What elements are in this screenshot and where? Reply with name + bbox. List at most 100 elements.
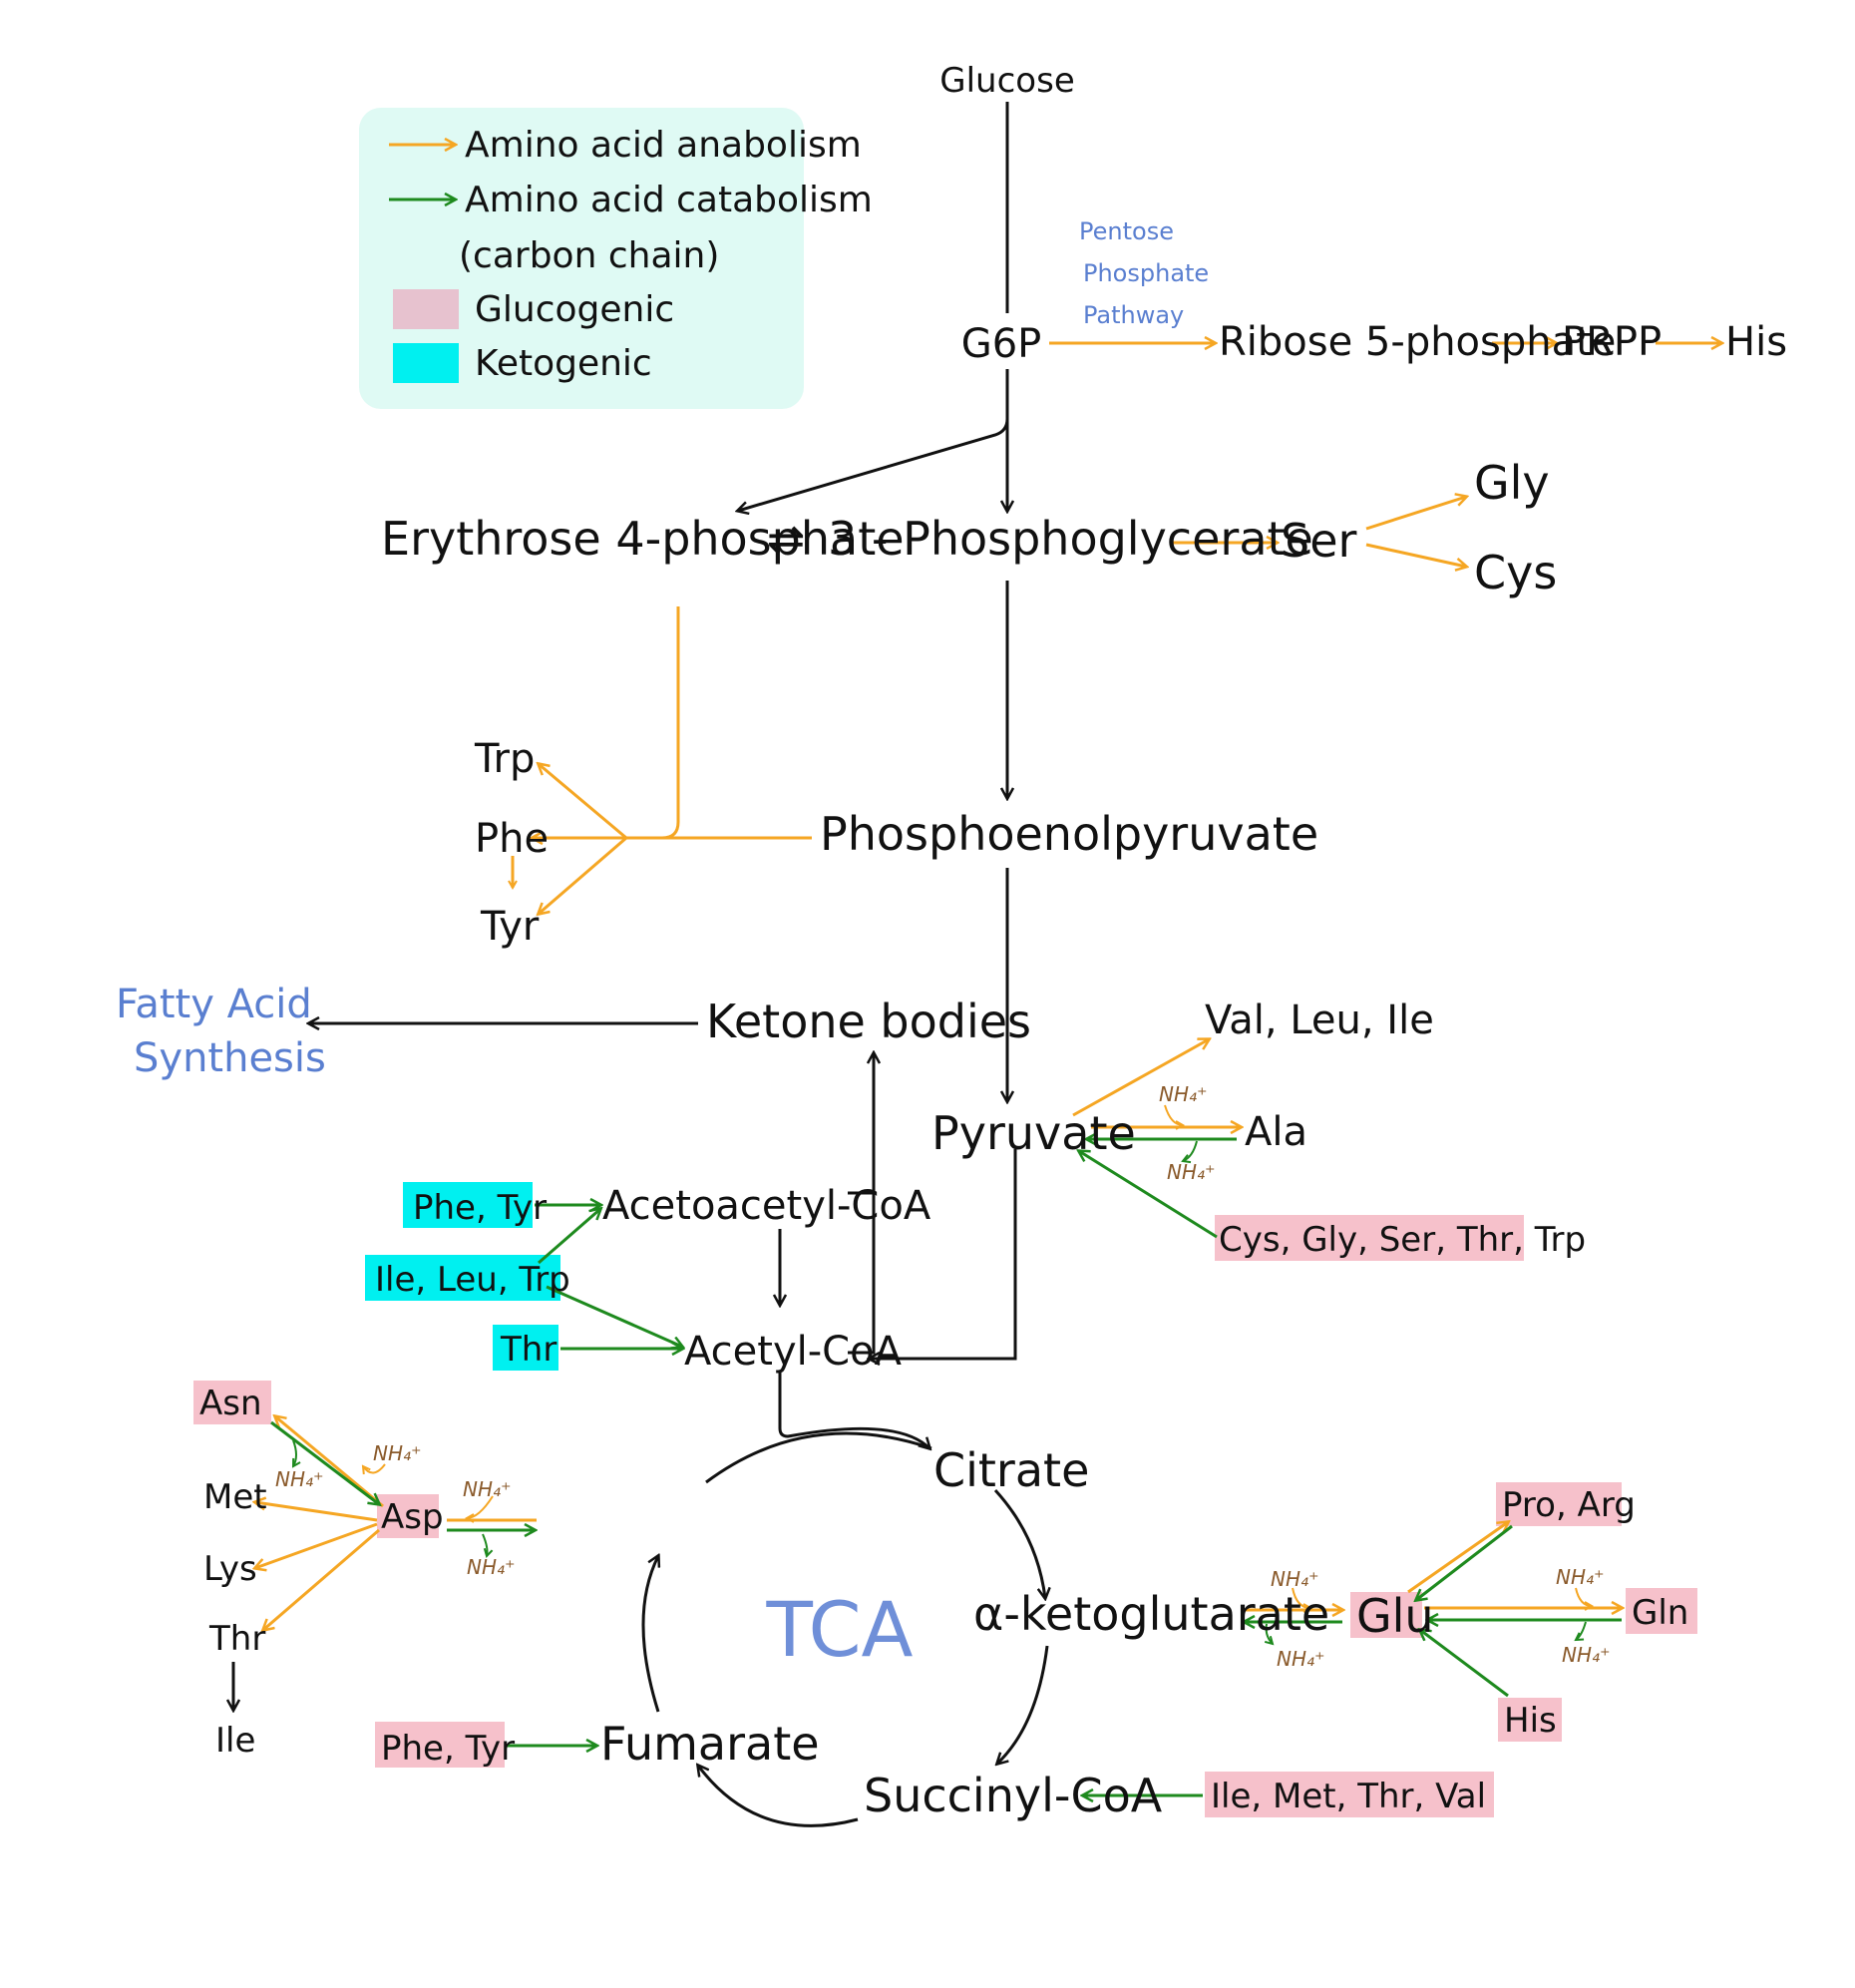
ppp-label-3: Pathway xyxy=(1083,301,1184,329)
arrow-proarg-glu xyxy=(1416,1524,1513,1600)
tca-arc-citrate-akg xyxy=(993,1488,1045,1598)
tca-arc-oaa-citrate xyxy=(705,1431,932,1484)
arrow-glu-proarg xyxy=(1407,1522,1508,1594)
legend-glucogenic-swatch xyxy=(393,289,459,329)
nh4-arc-ala-out xyxy=(1183,1140,1198,1161)
tca-arc-akg-succinyl xyxy=(997,1645,1049,1764)
tca-label: TCA xyxy=(765,1585,913,1674)
highlight-asp xyxy=(377,1494,439,1538)
highlight-imtv xyxy=(1205,1772,1494,1817)
node-gln: Gln xyxy=(1632,1593,1688,1633)
node-lys: Lys xyxy=(203,1549,257,1589)
node-gly: Gly xyxy=(1474,456,1550,510)
node-labels: Glucose G6P Pentose Phosphate Pathway Ri… xyxy=(116,61,1787,1822)
nh4-label: NH₄⁺ xyxy=(467,1555,516,1579)
nh4-arc-glu-out xyxy=(1267,1623,1273,1644)
arrow-to-trp xyxy=(539,764,627,840)
arrow-acetyl-citrate xyxy=(778,1371,929,1448)
node-glu: Glu xyxy=(1356,1589,1434,1643)
nh4-label: NH₄⁺ xyxy=(1271,1567,1319,1591)
nh4-label: NH₄⁺ xyxy=(1277,1647,1325,1671)
ammonium-labels: NH₄⁺ NH₄⁺ NH₄⁺ NH₄⁺ NH₄⁺ NH₄⁺ NH₄⁺ NH₄⁺ … xyxy=(275,1082,1611,1671)
green-arrows xyxy=(270,1139,1622,1795)
node-phetyr-fum: Phe, Tyr xyxy=(381,1729,515,1769)
arrow-to-tyr xyxy=(539,836,627,914)
node-asp: Asp xyxy=(381,1497,444,1537)
node-ribose5p: Ribose 5-phosphate xyxy=(1219,319,1616,365)
node-akg: α-ketoglutarate xyxy=(973,1587,1329,1641)
node-ile-bottom: Ile xyxy=(215,1721,255,1761)
arrow-ileleutrp-acetyl xyxy=(546,1285,682,1347)
node-vli: Val, Leu, Ile xyxy=(1205,997,1434,1043)
legend-catabolism-label: Amino acid catabolism xyxy=(465,180,873,220)
node-ileleutrp: Ile, Leu, Trp xyxy=(375,1260,570,1300)
nh4-arc-asn-out xyxy=(293,1439,296,1466)
node-3pg: 3 - Phosphoglycerate xyxy=(828,512,1313,566)
fas-label-2: Synthesis xyxy=(134,1035,326,1081)
legend-anabolism-label: Amino acid anabolism xyxy=(465,125,862,166)
legend-ketogenic-swatch xyxy=(393,343,459,383)
nh4-arc-ala-in xyxy=(1164,1104,1183,1125)
node-ala: Ala xyxy=(1245,1109,1307,1155)
ppp-label-2: Phosphate xyxy=(1083,259,1209,287)
node-imtv: Ile, Met, Thr, Val xyxy=(1211,1777,1486,1816)
highlights xyxy=(193,1182,1697,1817)
node-prpp: PRPP xyxy=(1562,319,1662,365)
legend-ketogenic-label: Ketogenic xyxy=(475,343,652,384)
arrow-e4p-aromatic xyxy=(661,606,680,840)
nh4-label: NH₄⁺ xyxy=(373,1441,422,1465)
nh4-label: NH₄⁺ xyxy=(1167,1160,1216,1184)
legend-glucogenic-label: Glucogenic xyxy=(475,289,674,330)
arrow-asn-asp xyxy=(270,1420,379,1504)
nh4-label: NH₄⁺ xyxy=(1159,1082,1208,1106)
nh4-arc-gln-in xyxy=(1575,1587,1592,1606)
nh4-label: NH₄⁺ xyxy=(1562,1643,1611,1667)
highlight-cgstt xyxy=(1215,1215,1524,1261)
black-arrows xyxy=(309,102,1049,1827)
node-ser: Ser xyxy=(1281,514,1357,568)
nh4-arc-asp-in xyxy=(467,1495,494,1518)
node-acetoacetyl: Acetoacetyl-CoA xyxy=(602,1183,931,1229)
node-asn: Asn xyxy=(199,1384,262,1423)
nh4-label: NH₄⁺ xyxy=(1556,1565,1605,1589)
node-citrate: Citrate xyxy=(933,1443,1089,1497)
node-glucose: Glucose xyxy=(939,61,1074,101)
legend-catabolism-sublabel: (carbon chain) xyxy=(459,235,719,276)
highlight-his-glu xyxy=(1498,1698,1562,1742)
node-his-glu: His xyxy=(1504,1701,1557,1741)
arrow-cgstt-pyruvate xyxy=(1079,1151,1218,1239)
tca-arc-succinyl-fumarate xyxy=(698,1766,859,1827)
highlight-phetyr-fum xyxy=(375,1722,505,1768)
fas-label-1: Fatty Acid xyxy=(116,982,312,1027)
highlight-proarg xyxy=(1496,1482,1622,1526)
arrow-asp-lys xyxy=(255,1522,378,1568)
arrow-asp-met xyxy=(255,1502,378,1522)
arrow-asp-asn xyxy=(275,1416,384,1508)
arrow-his-glu xyxy=(1420,1630,1509,1698)
arrow-asp-thr xyxy=(263,1528,380,1630)
highlight-ile-leu-trp xyxy=(365,1255,560,1301)
nh4-arc-gln-out xyxy=(1576,1621,1587,1640)
node-pyruvate: Pyruvate xyxy=(931,1106,1136,1160)
node-cys: Cys xyxy=(1474,546,1557,599)
arrow-ser-gly xyxy=(1365,497,1466,531)
arrow-ileleutrp-acetoacetyl xyxy=(538,1209,600,1265)
node-phetyr-keto: Phe, Tyr xyxy=(413,1188,547,1228)
node-succinyl: Succinyl-CoA xyxy=(864,1769,1163,1822)
tca-arc-fumarate-oaa xyxy=(641,1556,658,1713)
ammonium-arcs xyxy=(293,1104,1592,1644)
node-e4p: Erythrose 4-phosphate xyxy=(381,512,905,566)
legend-box xyxy=(359,108,804,409)
node-thr-keto: Thr xyxy=(500,1330,556,1370)
node-met: Met xyxy=(203,1477,267,1517)
node-cgstt: Cys, Gly, Ser, Thr, Trp xyxy=(1219,1220,1586,1260)
node-pep: Phosphoenolpyruvate xyxy=(820,807,1318,861)
orange-arrows xyxy=(255,343,1721,1630)
node-proarg: Pro, Arg xyxy=(1502,1485,1636,1525)
nh4-arc-glu-in xyxy=(1292,1587,1310,1608)
nh4-arc-asn-in xyxy=(363,1463,386,1473)
highlight-phe-tyr-keto xyxy=(403,1182,533,1228)
nh4-arc-asp-out xyxy=(482,1533,488,1556)
arrow-ser-cys xyxy=(1365,543,1466,567)
